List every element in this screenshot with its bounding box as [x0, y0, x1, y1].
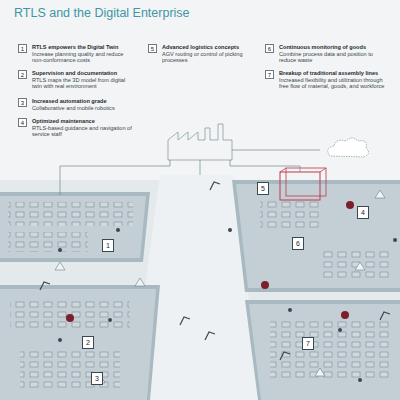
item-number: 6 [265, 44, 274, 53]
callout-number: 2 [82, 336, 94, 349]
title: RTLS and the Digital Enterprise [14, 6, 190, 20]
callout-number: 5 [257, 182, 269, 195]
item-heading: Supervision and documentation [32, 70, 136, 77]
item-heading: RTLS empowers the Digital Twin [32, 44, 136, 51]
item-text: Increase planning quality and reduce non… [32, 51, 136, 64]
list-item: 3 Increased automation gradeCollaborative… [18, 98, 136, 111]
list-item: 2 Supervision and documentationRTLS maps … [18, 70, 136, 90]
list-item: 4 Optimized maintenanceRTLS-based guidanc… [18, 118, 136, 138]
item-text: RTLS maps the 3D model from digital twin… [32, 77, 136, 90]
item-text: Collaborative and mobile robotics [32, 105, 136, 112]
callout-text: 7 [306, 340, 310, 347]
callout-number: 7 [302, 337, 314, 350]
callout-text: 3 [95, 375, 99, 382]
callout-number: 1 [102, 239, 114, 252]
item-heading: Optimized maintenance [32, 118, 136, 125]
item-heading: Breakup of traditional assembly lines [279, 70, 385, 77]
item-text: Combine process data and position to red… [279, 51, 385, 64]
item-text: Increased flexibility and utilization th… [279, 77, 385, 90]
item-text: RTLS-based guidance and navigation of se… [32, 125, 136, 138]
callout-text: 1 [106, 242, 110, 249]
list-item: 5 Advanced logistics conceptsAGV routing … [148, 44, 260, 64]
item-heading: Continuous monitoring of goods [279, 44, 385, 51]
callout-text: 5 [261, 185, 265, 192]
list-item: 7 Breakup of traditional assembly linesIn… [265, 70, 385, 90]
callout-text: 6 [296, 240, 300, 247]
list-item: 1 RTLS empowers the Digital TwinIncrease … [18, 44, 136, 64]
item-number: 4 [18, 118, 27, 127]
callout-text: 4 [361, 209, 365, 216]
item-number: 1 [18, 44, 27, 53]
item-text: AGV routing or control of picking proces… [162, 51, 260, 64]
item-heading: Advanced logistics concepts [162, 44, 260, 51]
item-number: 3 [18, 98, 27, 107]
item-number: 5 [148, 44, 157, 53]
callout-number: 4 [357, 206, 369, 219]
callout-number: 3 [91, 372, 103, 385]
item-number: 2 [18, 70, 27, 79]
item-number: 7 [265, 70, 274, 79]
callout-text: 2 [86, 339, 90, 346]
list-item: 6 Continuous monitoring of goodsCombine p… [265, 44, 385, 64]
item-heading: Increased automation grade [32, 98, 136, 105]
callout-number: 6 [292, 237, 304, 250]
